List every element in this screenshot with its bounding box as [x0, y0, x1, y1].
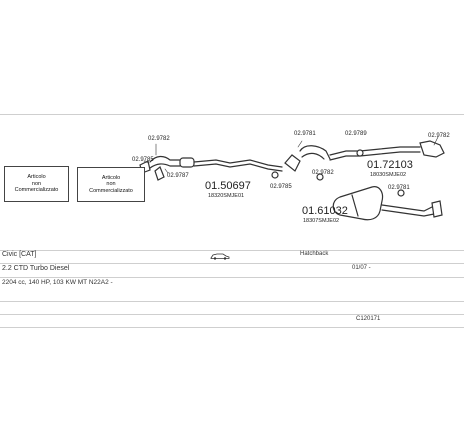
not-available-label-2: Articolo non Commercializzato: [89, 174, 133, 194]
not-available-box-2: Articolo non Commercializzato: [77, 167, 145, 202]
part-label-p2: 02.9785: [132, 157, 154, 163]
center-pipe: [193, 159, 283, 168]
center-pipe-b: [193, 163, 283, 172]
mid-pipe: [329, 146, 421, 156]
part-label-p6: 02.9781: [294, 131, 316, 137]
front-flex: [179, 157, 195, 168]
top-divider: [0, 114, 464, 115]
leader-3: [164, 168, 169, 174]
not-available-label-1: Articolo non Commercializzato: [14, 174, 59, 194]
engine-spec: 2204 cc, 140 HP, 103 KW MT N22A2 -: [2, 279, 113, 286]
rear-flex-c: [301, 152, 325, 160]
info-row-engine: 2.2 CTD Turbo Diesel 01/07 -: [0, 265, 464, 277]
tail-pipe-b: [381, 209, 435, 217]
exhaust-diagram: 02.9782 02.9785 02.9787 01.50697 18320SM…: [0, 115, 464, 250]
part-label-p1: 02.9782: [148, 136, 170, 142]
info-divider-2: [0, 263, 464, 264]
part-label-p9: 01.72103: [367, 159, 413, 171]
not-available-box-1: Articolo non Commercializzato: [4, 166, 69, 202]
model-name: Civic [CAT]: [2, 251, 37, 258]
clamp-2: [154, 166, 165, 181]
catalogue-code: C120171: [356, 316, 381, 322]
front-pipe-lower: [149, 163, 181, 169]
exhaust-drawing: 02.9782 02.9785 02.9787 01.50697 18320SM…: [132, 131, 450, 224]
clamp-d: [397, 189, 405, 197]
part-label-p7: 02.9782: [312, 170, 334, 176]
production-date: 01/07 -: [352, 265, 371, 271]
part-label-p9sub: 18030SMJE02: [370, 172, 406, 178]
body-type: Hatchback: [300, 251, 329, 257]
info-row-spec: 2204 cc, 140 HP, 103 KW MT N22A2 -: [0, 279, 464, 291]
clamp-b: [316, 173, 324, 181]
info-divider-1: [0, 250, 464, 251]
leader-2: [143, 160, 149, 164]
part-label-p10: 02.9782: [428, 133, 450, 139]
leader-5: [433, 136, 439, 146]
tail-pipe: [381, 204, 433, 212]
part-label-p11sub: 18307SMJE02: [303, 218, 339, 224]
silencer-seam: [351, 194, 359, 217]
part-label-p11: 01.61032: [302, 205, 348, 217]
tail-tip: [431, 200, 443, 218]
part-label-p3: 02.9787: [167, 173, 189, 179]
info-divider-3: [0, 277, 464, 278]
mid-tip: [419, 140, 445, 158]
clamp-a: [356, 149, 364, 157]
silencer: [332, 186, 384, 221]
info-divider-6: [0, 327, 464, 328]
part-label-p4sub: 18320SMJE01: [208, 193, 244, 199]
part-label-p4: 01.50697: [205, 180, 251, 192]
info-divider-5: [0, 314, 464, 315]
engine-name: 2.2 CTD Turbo Diesel: [2, 265, 70, 272]
part-label-p5: 02.9785: [270, 184, 292, 190]
car-icon: [210, 253, 230, 262]
clamp-c: [271, 171, 279, 179]
front-pipe: [149, 155, 181, 163]
part-label-p8: 02.9789: [345, 131, 367, 137]
rear-flex-b: [299, 145, 331, 160]
info-row-model: Civic [CAT] Hatchback: [0, 251, 464, 263]
rear-flex-a: [284, 154, 301, 172]
info-row-code: C120171: [0, 316, 464, 328]
mid-pipe-b: [329, 151, 421, 161]
part-label-p12: 02.9781: [388, 185, 410, 191]
info-divider-4: [0, 301, 464, 302]
leader-4: [297, 140, 303, 148]
